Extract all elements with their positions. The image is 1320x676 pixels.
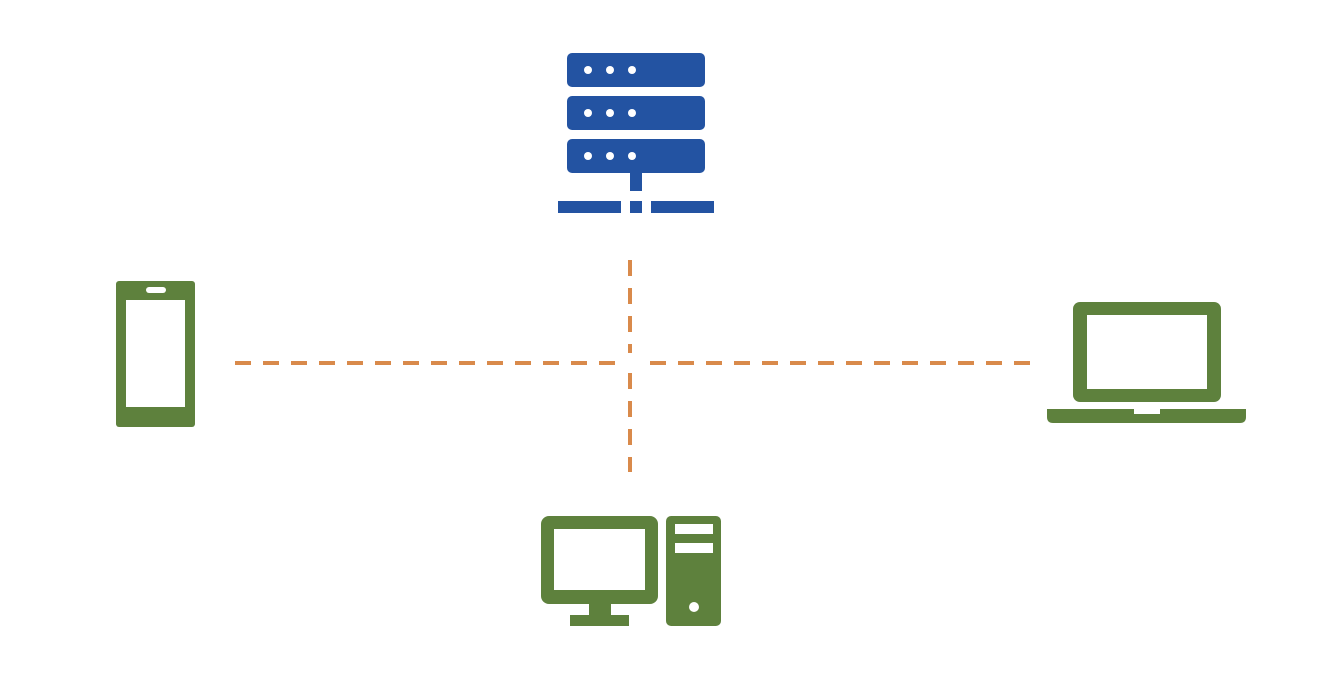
connection-links bbox=[235, 260, 1034, 472]
laptop-icon bbox=[1047, 302, 1246, 423]
desktop-computer-icon bbox=[541, 516, 721, 626]
computer-tower-icon bbox=[666, 516, 721, 626]
smartphone-icon bbox=[116, 281, 195, 427]
monitor-icon bbox=[541, 516, 658, 626]
server-icon bbox=[558, 53, 714, 213]
